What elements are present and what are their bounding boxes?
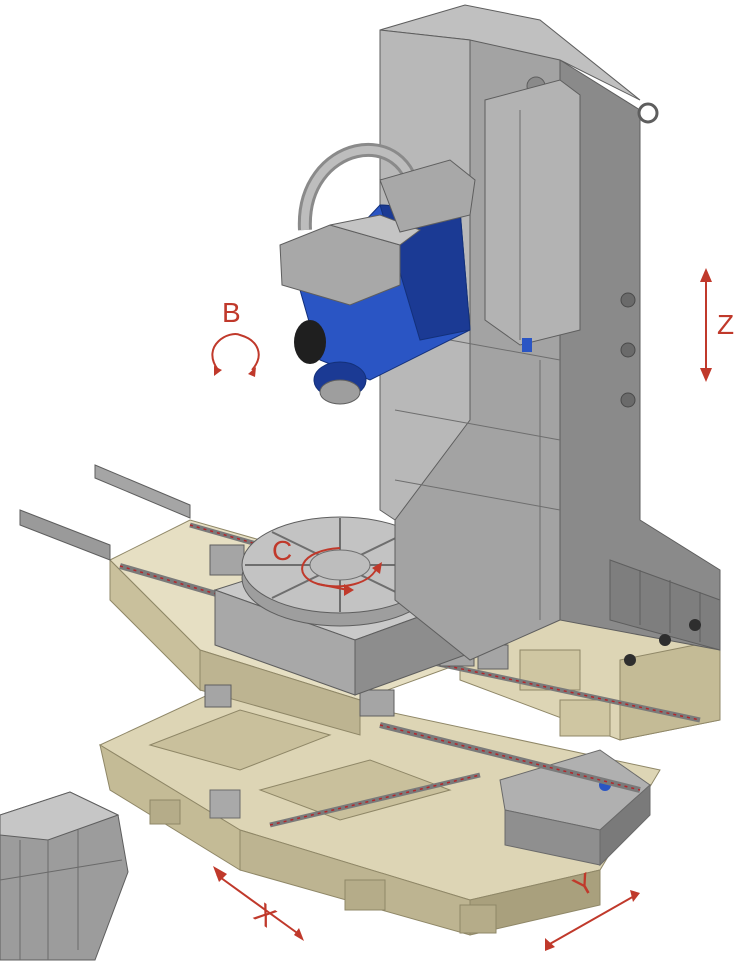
spindle-head	[279, 142, 476, 405]
rotary-table	[213, 516, 467, 696]
b-axis-label: B	[222, 297, 241, 328]
z-axis-label: Z	[717, 309, 734, 340]
b-arrowhead-right	[248, 367, 256, 377]
b-arrowhead-left	[214, 366, 222, 376]
x-axis-arrow	[216, 874, 301, 936]
c-rotation-arrow	[301, 547, 379, 588]
b-rotation-arrow	[211, 333, 260, 371]
secondary-machine-fragment	[0, 791, 129, 961]
axis-annotations	[211, 268, 712, 951]
c-axis-label: C	[272, 535, 292, 566]
y-axis-arrow	[547, 894, 637, 946]
machine-base	[98, 519, 721, 936]
